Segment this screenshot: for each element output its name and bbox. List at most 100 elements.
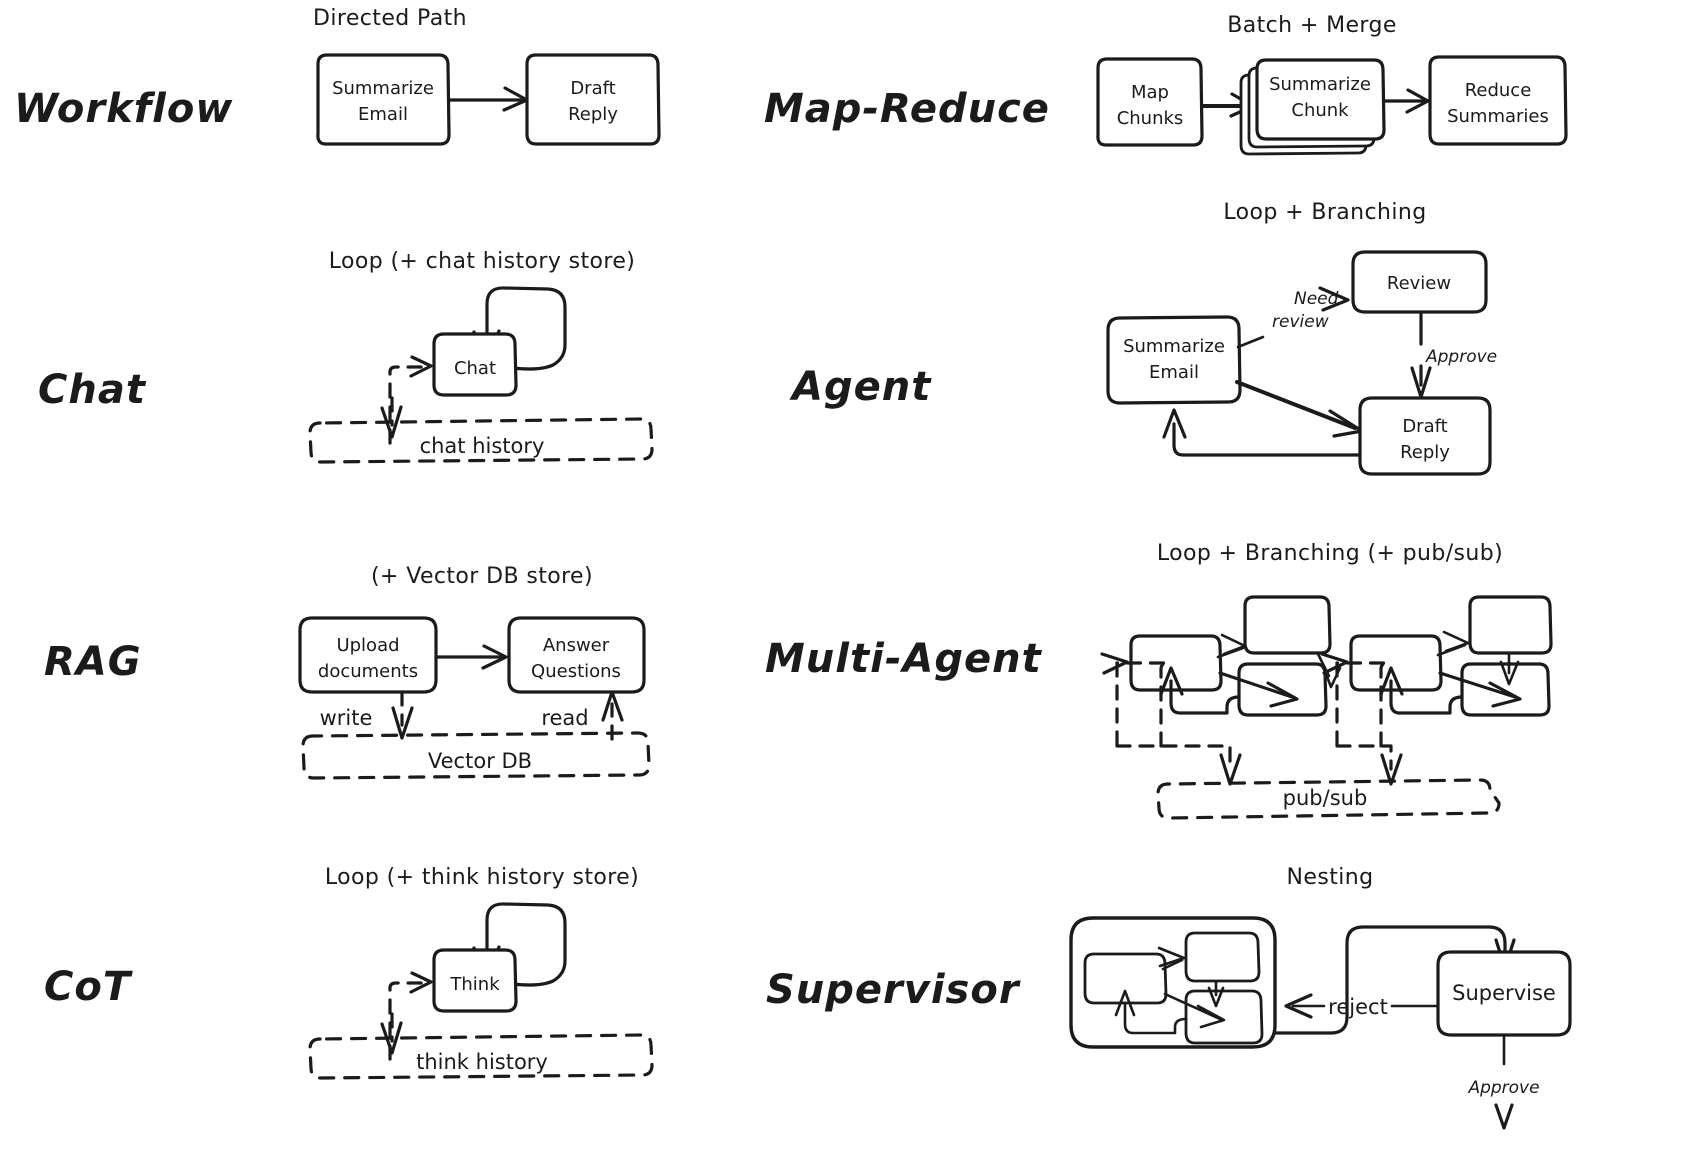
caption-batch-merge: Batch + Merge xyxy=(1227,13,1397,38)
cluster2-arrow-left-right xyxy=(1488,681,1522,708)
node-label-line2: Summaries xyxy=(1447,106,1549,127)
node-label: Supervise xyxy=(1452,981,1556,1005)
nested-node-top[interactable] xyxy=(1184,931,1261,983)
node-label: Review xyxy=(1387,273,1451,294)
store-vector-db[interactable]: Vector DB xyxy=(301,731,651,780)
node-label: Chat xyxy=(454,358,496,379)
caption-nesting: Nesting xyxy=(1287,865,1374,890)
edge-supervisor-in xyxy=(1274,925,1507,1035)
node-label: Draft xyxy=(1402,416,1447,437)
node-answer-questions[interactable]: Answer Questions xyxy=(507,616,646,694)
caption-directed-path: Directed Path xyxy=(313,6,467,31)
node-label: Answer xyxy=(543,635,610,656)
cluster1-arrow-right-left xyxy=(1159,666,1184,696)
node-reduce-summaries[interactable]: Reduce Summaries xyxy=(1428,55,1568,146)
node-label: Draft xyxy=(570,78,615,99)
node-label: Map xyxy=(1131,82,1169,103)
nested-agent-group[interactable] xyxy=(1069,916,1277,1049)
cluster1-node-top[interactable] xyxy=(1243,595,1332,655)
nested-arrow-right-left xyxy=(1114,989,1136,1017)
row-label-multi-agent: Multi-Agent xyxy=(765,636,1043,682)
cluster1-arrow-left-top xyxy=(1220,633,1247,656)
node-label: Summarize xyxy=(1269,74,1371,95)
cluster2-edge-right-left xyxy=(1389,679,1464,715)
arrowhead-chat-store-read xyxy=(409,355,433,378)
store-label: chat history xyxy=(420,434,545,458)
cluster1-node-left[interactable] xyxy=(1129,634,1223,692)
cluster2-arrow-in xyxy=(1320,652,1349,675)
edge-cot-store-read xyxy=(388,981,426,1061)
arrowhead-mapreduce-2 xyxy=(1405,88,1430,114)
row-label-workflow: Workflow xyxy=(14,86,233,132)
edge-agent-needreview-stub xyxy=(1236,335,1265,349)
arrowhead-agent-needreview xyxy=(1318,286,1350,312)
cluster2-arrow-top-right xyxy=(1499,660,1520,686)
node-label-line2: Email xyxy=(358,104,408,125)
cluster2-arrow-pubsub xyxy=(1380,753,1403,786)
edge-label-approve: Approve xyxy=(1425,347,1497,367)
node-label: Summarize xyxy=(332,78,434,99)
node-label: Upload xyxy=(336,635,399,656)
store-label: Vector DB xyxy=(428,749,532,773)
arrowhead-cot-store-read xyxy=(409,971,433,994)
node-supervise[interactable]: Supervise xyxy=(1436,950,1572,1037)
edge-chat-store-read xyxy=(388,365,426,445)
store-pubsub[interactable]: pub/sub xyxy=(1156,778,1501,820)
cluster1-edge-pubsub xyxy=(1115,744,1232,771)
row-label-map-reduce: Map-Reduce xyxy=(764,86,1050,132)
node-upload-documents[interactable]: Upload documents xyxy=(298,616,438,694)
edge-chat-selfloop xyxy=(485,286,567,371)
node-summarize-chunk-stack[interactable]: Summarize Chunk xyxy=(1239,58,1386,156)
cluster2-arrow-left-top xyxy=(1442,630,1470,653)
nested-edge-left-right xyxy=(1163,992,1222,1021)
node-think[interactable]: Think xyxy=(432,948,518,1013)
row-label-cot: CoT xyxy=(44,964,133,1010)
node-label-line2: Reply xyxy=(568,104,618,125)
agent-cluster-2[interactable] xyxy=(1320,595,1553,748)
node-review[interactable]: Review xyxy=(1351,250,1488,314)
node-draft-reply-agent[interactable]: Draft Reply xyxy=(1358,396,1492,476)
node-summarize-email-workflow[interactable]: Summarize Email xyxy=(316,53,451,146)
arrowhead-cot-store-write xyxy=(380,1021,403,1055)
caption-multiagent: Loop + Branching (+ pub/sub) xyxy=(1157,541,1503,566)
node-map-chunks[interactable]: Map Chunks xyxy=(1096,57,1204,147)
agent-cluster-1[interactable] xyxy=(1100,595,1342,748)
node-chat[interactable]: Chat xyxy=(432,332,518,397)
node-label: Summarize xyxy=(1123,336,1225,357)
arrowhead-chat-store-write xyxy=(380,405,403,439)
store-label: pub/sub xyxy=(1283,786,1368,810)
store-chat-history[interactable]: chat history xyxy=(308,417,654,464)
node-label: Reduce xyxy=(1465,80,1532,101)
cluster2-node-top[interactable] xyxy=(1468,595,1553,655)
caption-rag-store: (+ Vector DB store) xyxy=(371,564,593,589)
node-summarize-email-agent[interactable]: Summarize Email xyxy=(1106,315,1242,405)
arrowhead-rag-write xyxy=(391,706,414,740)
node-label-line2: Reply xyxy=(1400,442,1450,463)
nested-edge-right-left xyxy=(1123,1001,1188,1035)
edge-agent-direct xyxy=(1235,380,1357,430)
edge-label-supervisor-approve: Approve xyxy=(1467,1078,1539,1098)
cluster1-edge-in xyxy=(1115,661,1170,748)
nested-node-right[interactable] xyxy=(1184,989,1264,1045)
nested-arrow-top-right xyxy=(1207,986,1225,1008)
cluster1-edge-right-left xyxy=(1169,679,1241,715)
cluster2-edge-in xyxy=(1335,661,1390,748)
arrowhead-rag-1 xyxy=(481,644,508,670)
caption-agent-loop: Loop + Branching xyxy=(1223,200,1426,225)
cluster2-arrow-right-left xyxy=(1379,666,1404,696)
node-draft-reply-workflow[interactable]: Draft Reply xyxy=(525,53,661,146)
edge-agent-loopback xyxy=(1172,422,1362,457)
cluster1-edge-left-right xyxy=(1218,671,1294,699)
node-label: Think xyxy=(449,974,500,995)
store-think-history[interactable]: think history xyxy=(308,1033,654,1080)
cluster1-arrow-in xyxy=(1100,652,1129,675)
edge-label-read: read xyxy=(541,706,588,730)
nested-arrow-left-top xyxy=(1157,946,1186,968)
node-label-line2: documents xyxy=(318,661,418,682)
caption-chat-loop: Loop (+ chat history store) xyxy=(329,249,636,274)
arrowhead-reject xyxy=(1284,993,1313,1019)
arrowhead-rag-read xyxy=(601,690,624,722)
cluster2-node-left[interactable] xyxy=(1349,634,1443,692)
cluster1-arrow-left-right xyxy=(1266,681,1299,708)
